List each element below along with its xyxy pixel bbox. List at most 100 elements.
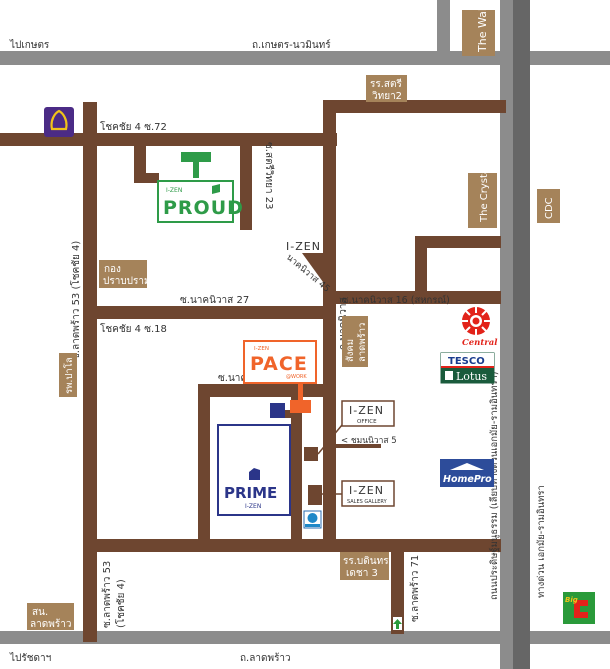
label-ladprao-rd: ถ.ลาดพร้าว <box>240 652 291 664</box>
pace-sub-label: @WORK <box>286 374 307 380</box>
homepro-label: HomePro <box>443 474 492 485</box>
road-sasri-link <box>323 100 506 113</box>
place-kong-prabprom: กอง ปราบปราม <box>99 260 151 288</box>
label-expressway: ทางด่วน เอกมัย-รามอินทรา <box>536 485 547 598</box>
pace-small-label: I-ZEN <box>254 346 269 352</box>
place-the-walk: The Walk <box>462 1 495 56</box>
label-to-chidlom: ไปรัชดาฯ <box>9 652 51 664</box>
central-label: Central <box>462 338 498 348</box>
bigc-c-icon <box>574 600 588 618</box>
place-police-station: สน. ลาดพร้าว <box>27 603 74 630</box>
homepro-logo: HomePro <box>440 459 494 487</box>
izen-intersection-label: I-ZEN <box>286 240 321 253</box>
gallery-sub: SALES GALLERY <box>347 499 388 505</box>
place-sangkhom-line1: สังคม <box>345 339 356 362</box>
road-bottom-link <box>97 539 501 552</box>
place-bodindecha: รร.บดินทร เดชา 3 <box>340 552 389 580</box>
place-kong-prabprom-line2: ปราบปราม <box>103 276 151 287</box>
road-nakniwat16 <box>336 291 501 304</box>
road-kaset-nawamin <box>0 51 610 65</box>
place-police-line2: ลาดพร้าว <box>30 618 71 630</box>
bank-logo-icon <box>307 513 318 523</box>
place-sangkhom-ladprao: สังคม ลาดพร้าว <box>342 316 368 367</box>
place-bodindecha-line2: เดชา 3 <box>346 568 378 579</box>
place-bodindecha-line1: รร.บดินทร <box>343 556 389 567</box>
tesco-label: TESCO <box>448 356 485 367</box>
label-kaset-nawamin: ถ.เกษตร-นวมินทร์ <box>252 39 331 51</box>
road-prime-east <box>291 396 302 539</box>
label-ladprao71: ซ.ลาดพร้าว 71 <box>409 555 421 622</box>
izen-wedge <box>302 253 323 282</box>
road-expressway <box>513 0 530 669</box>
label-ladprao53-b: ซ.ลาดพร้าว 53 <box>101 561 113 628</box>
place-the-crystal: The Crystal <box>468 165 497 228</box>
scb-emblem-icon <box>50 109 68 131</box>
proud-label: PROUD <box>163 197 244 219</box>
izen-office-marker: I-ZEN OFFICE <box>304 400 395 461</box>
place-sasri-school: รร.สตรี วิทยา2 <box>366 75 407 102</box>
label-chokchai4-72: โชคชัย 4 ซ.72 <box>100 120 167 133</box>
place-cdc: CDC <box>537 189 560 223</box>
place-hospital-label: รพ.ปาโล <box>63 357 75 394</box>
place-kong-prabprom-line1: กอง <box>104 264 121 275</box>
bigc-logo: Big <box>563 592 595 624</box>
gallery-title: I-ZEN <box>349 484 384 497</box>
road-ladprao71 <box>391 539 404 634</box>
place-sangkhom-line2: ลาดพร้าว <box>357 323 368 362</box>
road-nakniwat7 <box>198 384 323 397</box>
road-crystal-stub <box>415 236 427 296</box>
label-chommaniwat5: < ชมนนิวาส 5 <box>341 436 397 446</box>
label-chokchai4-paren: (โชคชัย 4) <box>114 579 127 628</box>
place-sasri-school-line2: วิทยา2 <box>372 91 402 102</box>
prime-label: PRIME <box>224 484 277 502</box>
place-sasri-school-line1: รร.สตรี <box>370 78 403 90</box>
prime-izen-marker: PRIME I-ZEN <box>217 403 291 516</box>
arrow-marker <box>393 617 402 630</box>
local-roads <box>0 100 506 642</box>
tesco-lotus-logo: TESCO Lotus <box>440 352 495 384</box>
place-the-walk-label: The Walk <box>476 1 489 53</box>
place-the-crystal-label: The Crystal <box>479 165 490 223</box>
izen-pace-marker: I-ZEN PACE @WORK <box>243 340 317 413</box>
place-police-line1: สน. <box>32 607 48 618</box>
road-nakniwat27 <box>97 306 323 319</box>
lotus-label: Lotus <box>456 370 487 383</box>
central-sun-icon <box>462 307 490 335</box>
proud-small-label: I-ZEN <box>166 187 182 194</box>
label-chokchai4-18: โชคชัย 4 ซ.18 <box>100 322 167 335</box>
prime-house-icon <box>249 468 260 480</box>
homepro-roof-icon <box>450 463 484 470</box>
road-nakniwat-main <box>323 100 336 540</box>
road-chommaniwat5 <box>336 444 381 448</box>
bigc-label: Big <box>565 596 578 604</box>
road-the-walk <box>437 0 450 51</box>
prime-sub-label: I-ZEN <box>245 503 261 510</box>
izen-proud-marker: I-ZEN PROUD <box>157 152 244 223</box>
izen-sales-gallery-marker: I-ZEN SALES GALLERY <box>308 480 395 507</box>
pace-label: PACE <box>250 353 308 375</box>
road-chokchai4-72 <box>0 133 337 146</box>
label-to-kaset: ไปเกษตร <box>9 39 50 51</box>
label-sasri23: ซ.สตรีวิทยา 23 <box>263 142 275 210</box>
place-cdc-label: CDC <box>544 197 555 219</box>
place-hospital: รพ.ปาโล <box>59 353 77 397</box>
road-crystal-link <box>415 236 501 248</box>
road-pradit-manutham <box>500 0 513 669</box>
up-arrow-icon <box>393 619 402 629</box>
label-ladprao53: ซ.ลาดพร้าว 53 (โชคชัย 4) <box>69 241 82 360</box>
road-proud-stub <box>134 173 159 183</box>
label-nakniwat16: ซ.นาคนิวาส 16 (สหกรณ์) <box>342 294 450 306</box>
road-nakniwat7-west <box>198 384 210 540</box>
bank-logo <box>303 510 322 529</box>
road-proud-west <box>134 133 146 183</box>
office-sub: OFFICE <box>357 419 377 425</box>
lotus-flower-icon <box>445 371 453 380</box>
label-nakniwat27: ซ.นาคนิวาส 27 <box>180 295 249 306</box>
central-logo: Central <box>462 307 498 348</box>
road-ladprao53 <box>83 102 97 642</box>
road-sasri23 <box>240 133 252 230</box>
office-title: I-ZEN <box>349 404 384 417</box>
road-ladprao <box>0 631 610 644</box>
scb-bank-logo <box>44 107 74 137</box>
